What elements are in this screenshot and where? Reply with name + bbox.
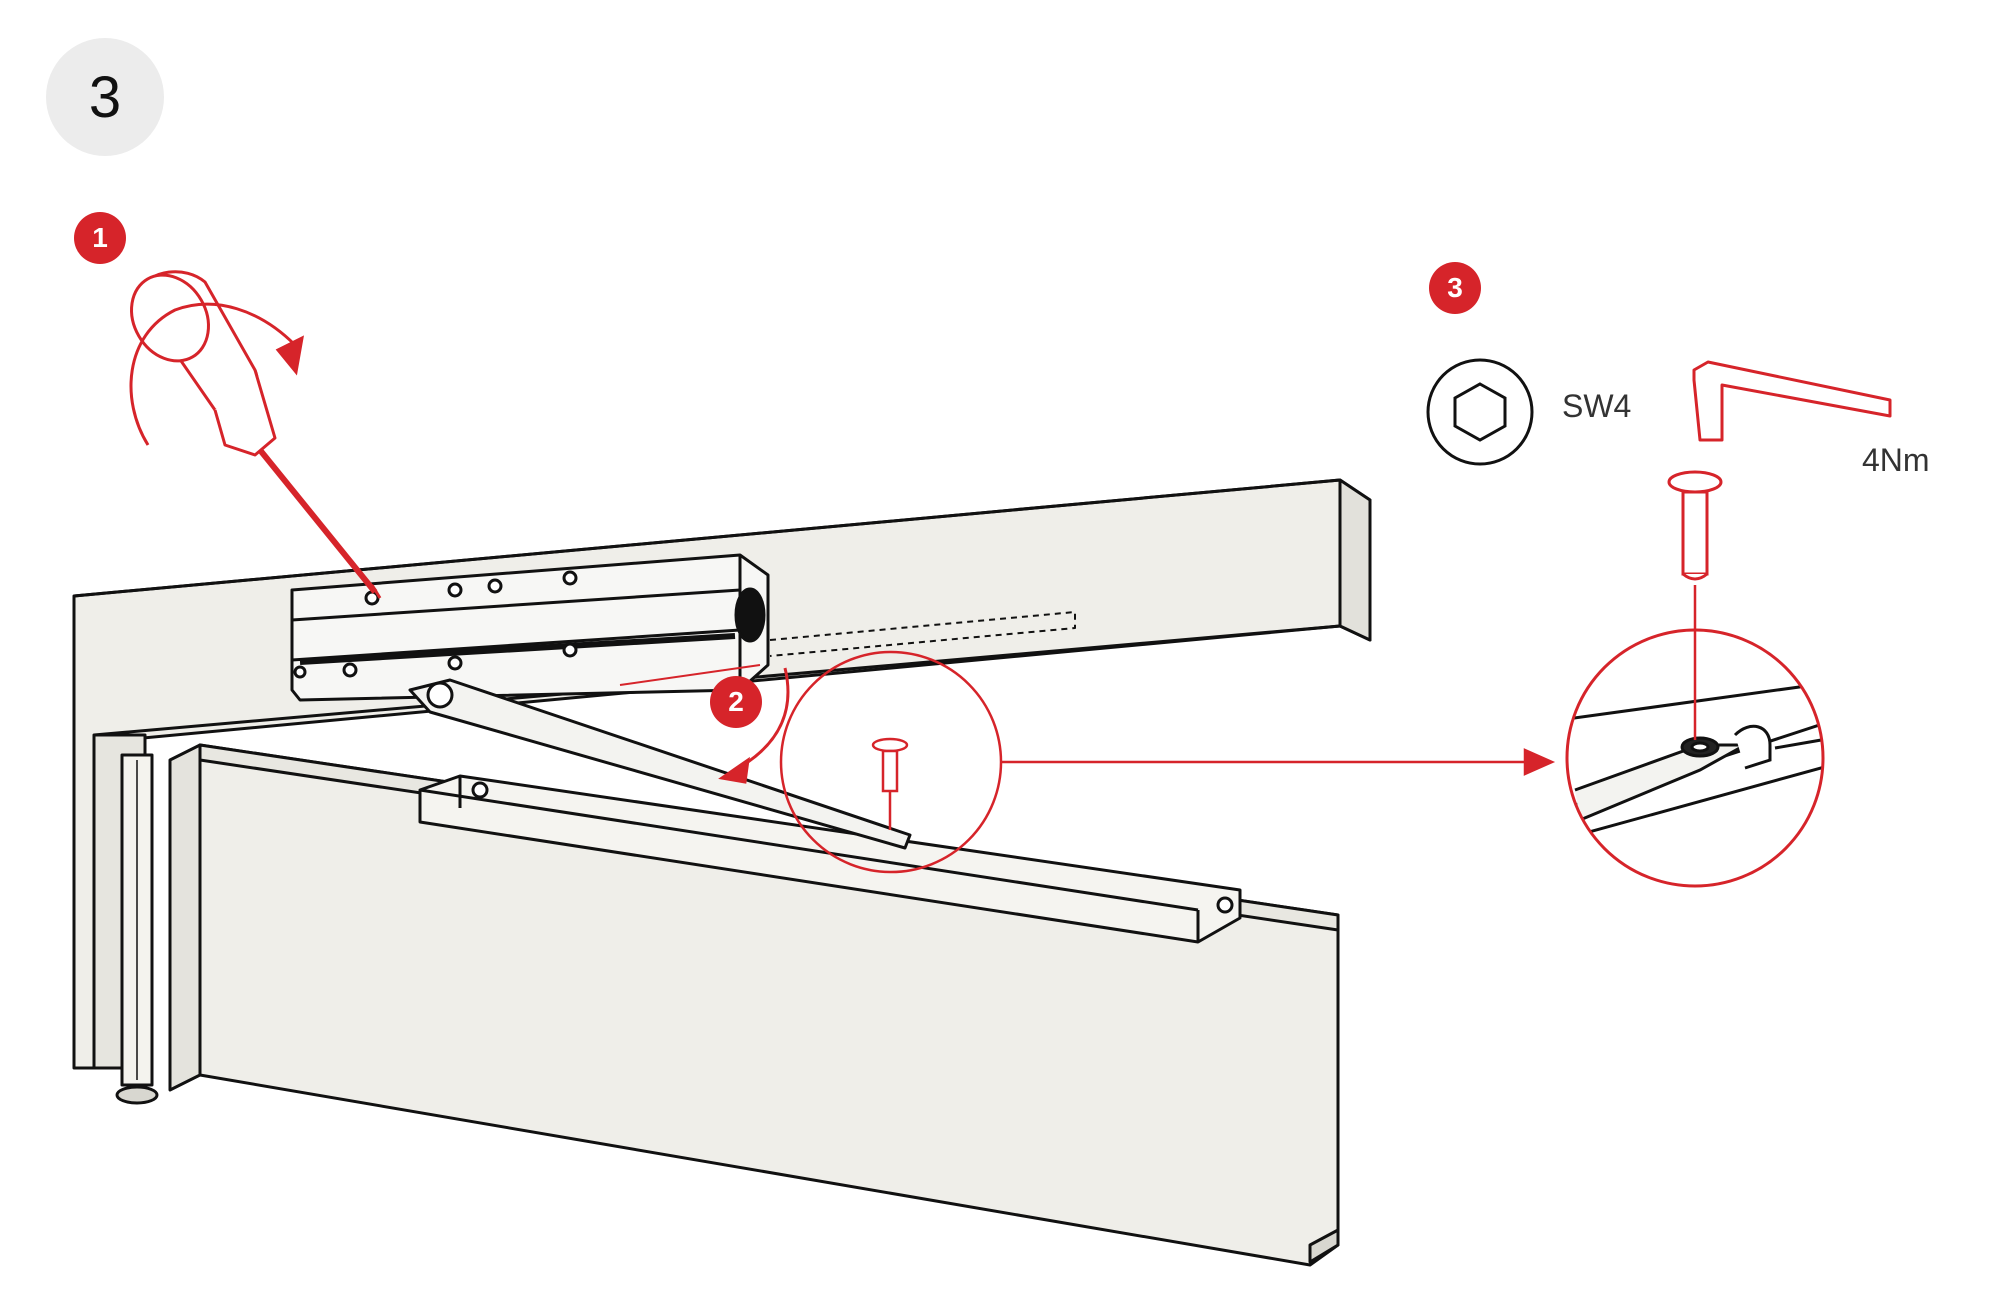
rotation-arrow-icon: [129, 302, 304, 446]
torque-label: 4Nm: [1862, 442, 1930, 478]
marker-2: 2: [710, 676, 762, 728]
screw-small-icon: [871, 737, 909, 830]
hex-size-label: SW4: [1562, 388, 1632, 424]
detail-circle-large: [1565, 585, 1825, 888]
marker-1: 1: [74, 212, 126, 264]
door-closer-body: [290, 553, 1076, 702]
hex-key-icon: [1692, 360, 1892, 442]
step-number-badge: 3: [46, 38, 164, 156]
marker-3: 3: [1429, 262, 1481, 314]
closer-arm: [408, 678, 912, 850]
guide-rail: [418, 774, 1242, 944]
screwdriver: [130, 270, 382, 599]
hex-bolt-icon: [1667, 470, 1723, 581]
swing-arrow-icon: [619, 664, 790, 784]
hex-socket-icon: [1426, 358, 1534, 466]
detail-circle-small: [779, 650, 1556, 874]
